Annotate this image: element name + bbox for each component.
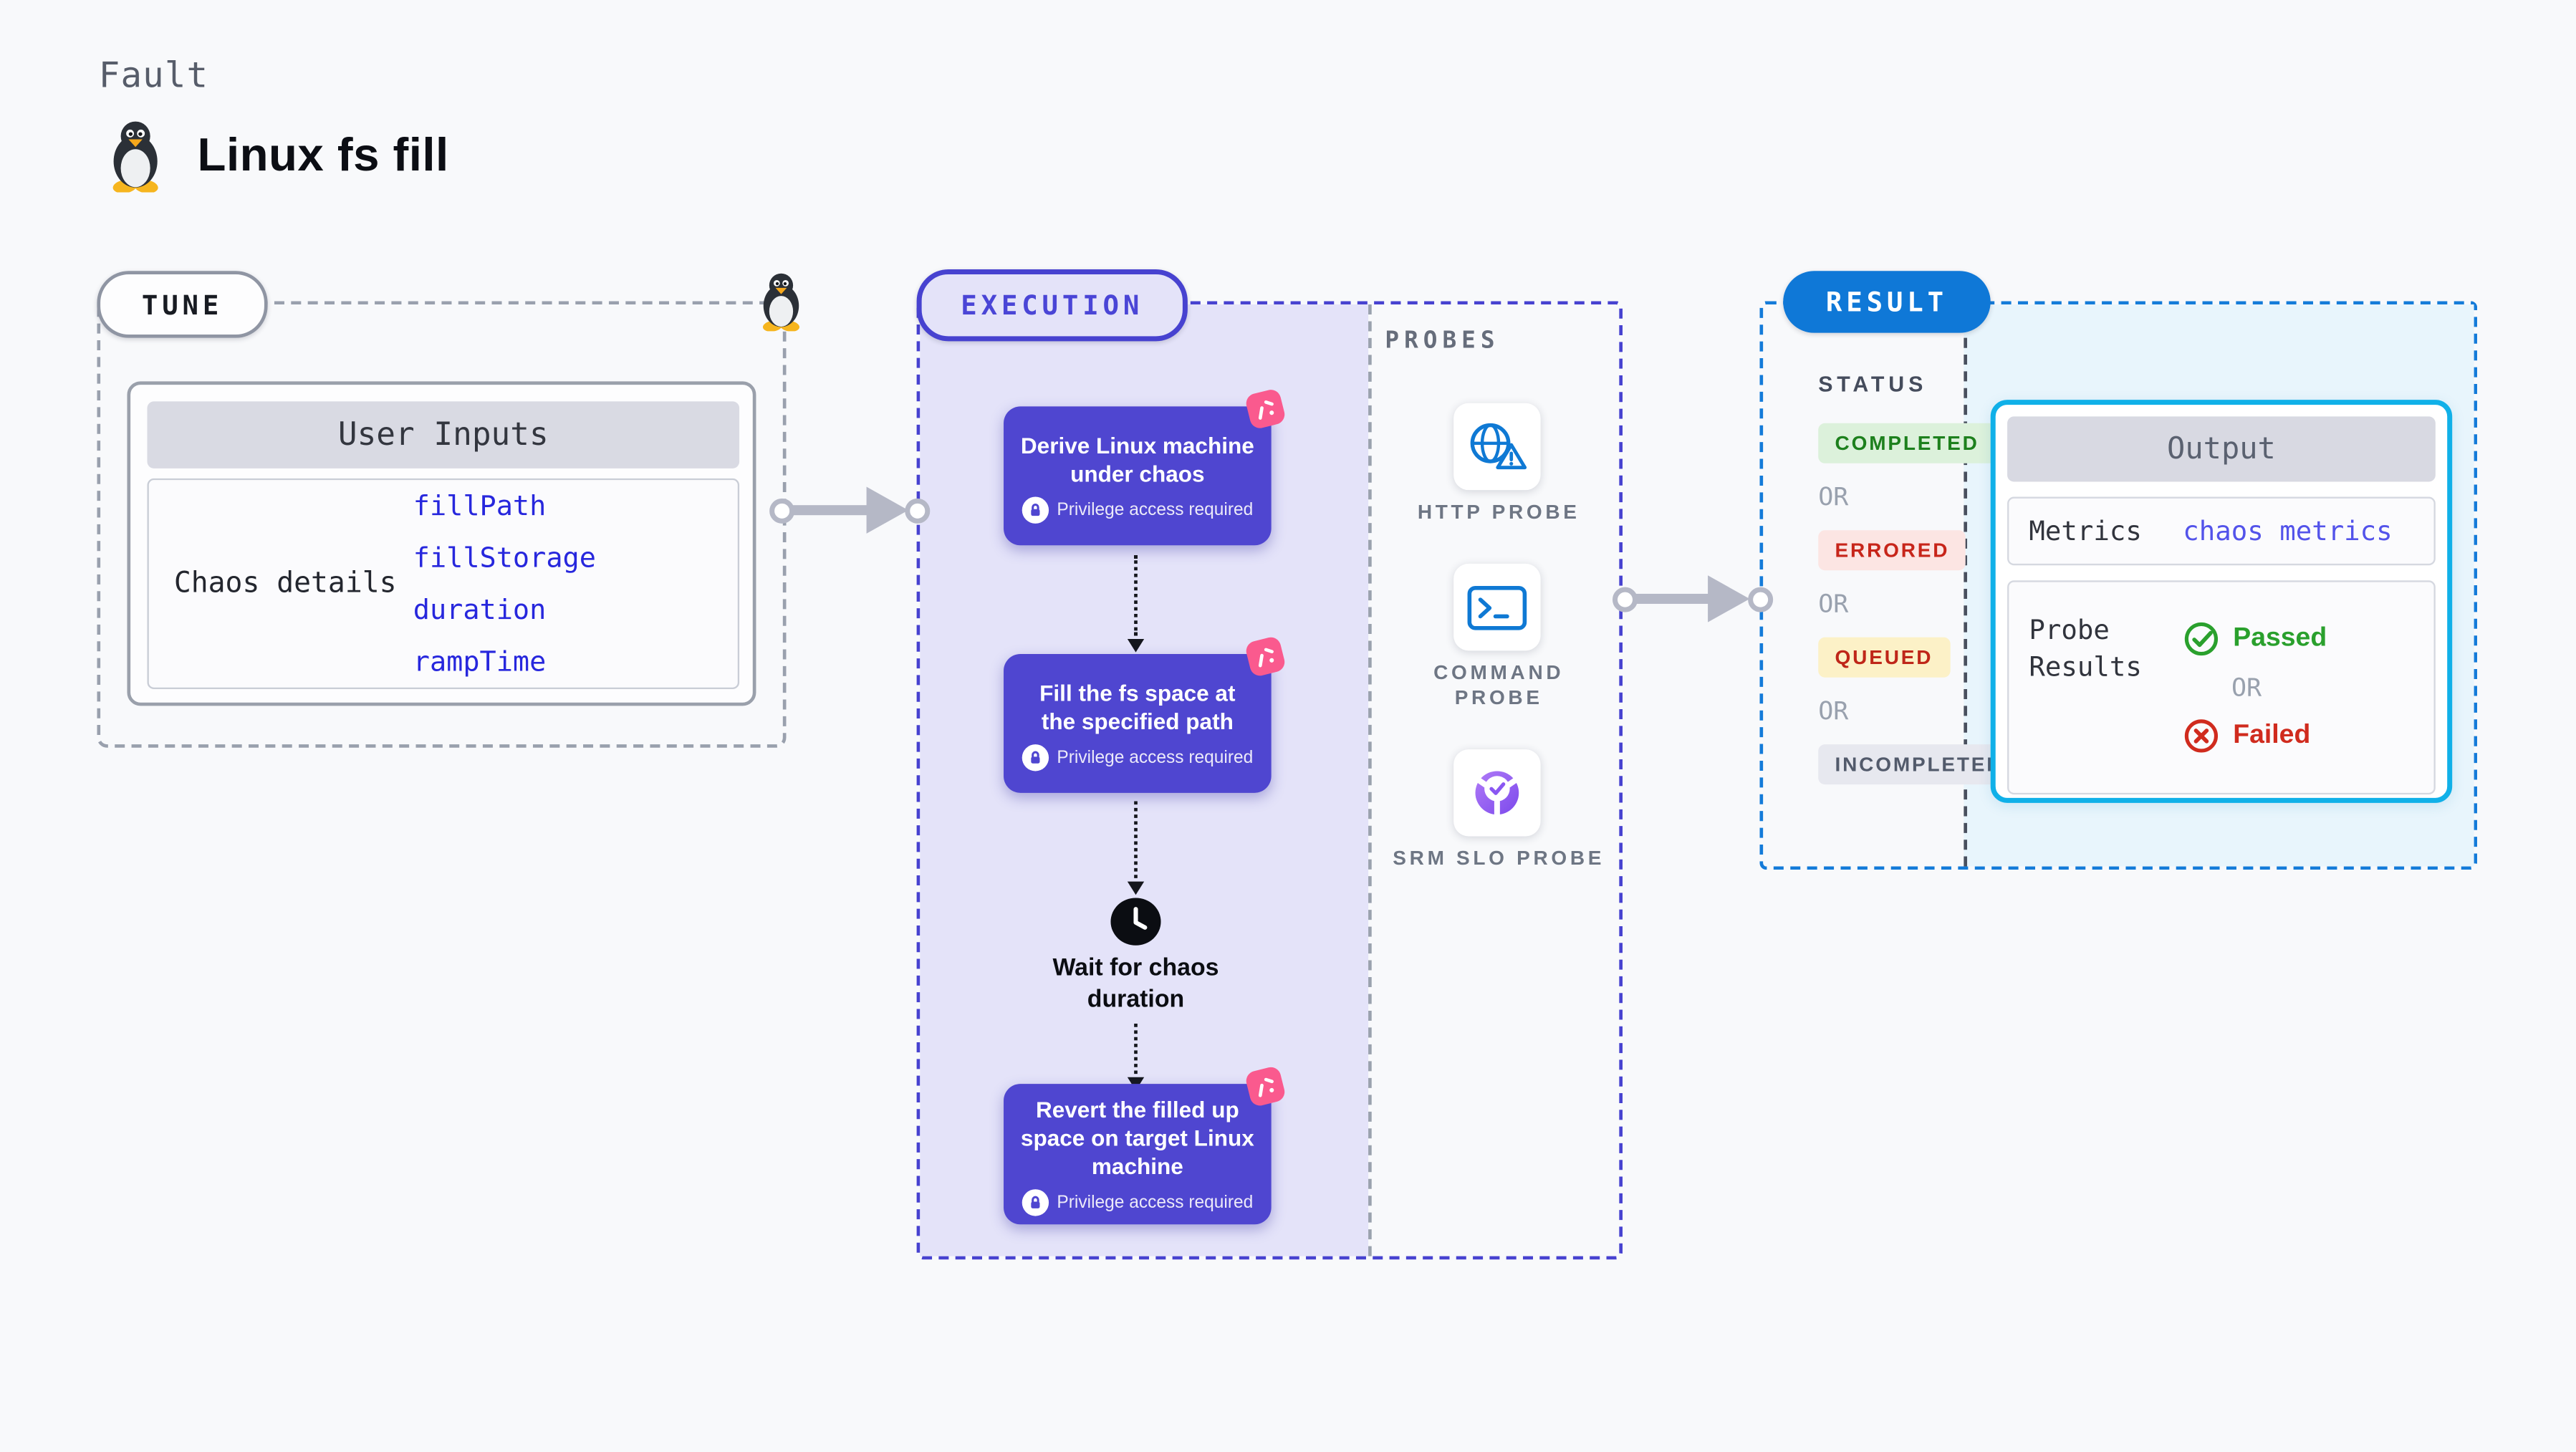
x-circle-icon — [2184, 719, 2219, 753]
status-badge-completed: COMPLETED — [1818, 423, 1996, 463]
command-probe-card — [1453, 563, 1541, 651]
connector-end-dot — [905, 498, 931, 524]
status-badge-incompleted: INCOMPLETED — [1818, 744, 2020, 785]
linux-tux-icon — [112, 121, 158, 193]
status-badge-errored: ERRORED — [1818, 530, 1966, 571]
http-probe-label: HTTP PROBE — [1417, 500, 1580, 524]
dotted-flow-line — [1134, 555, 1138, 636]
input-link-ramptime[interactable]: rampTime — [413, 645, 547, 678]
slo-donut-icon — [1474, 771, 1521, 818]
lock-icon — [1022, 1188, 1049, 1216]
failed-label: Failed — [2233, 721, 2311, 750]
privilege-badge: Privilege access required — [1057, 499, 1254, 520]
http-probe-card — [1453, 403, 1541, 491]
probe-results-label: Probe Results — [2029, 613, 2142, 683]
probes-divider — [1368, 304, 1372, 1256]
srm-slo-probe-label: SRM SLO PROBE — [1393, 846, 1605, 870]
or-separator: OR — [1818, 481, 1849, 512]
step-text: Fill the fs space at the specified path — [1039, 680, 1236, 734]
or-separator: OR — [1818, 588, 1849, 619]
user-inputs-body: Chaos details fillPath fillStorage durat… — [147, 478, 740, 690]
input-link-fillpath[interactable]: fillPath — [413, 490, 547, 522]
tune-section-label: TUNE — [97, 271, 268, 338]
user-inputs-header: User Inputs — [147, 401, 740, 468]
result-section: STATUS COMPLETED OR ERRORED OR QUEUED OR… — [1759, 301, 2478, 870]
user-inputs-card: User Inputs Chaos details fillPath fillS… — [127, 381, 756, 706]
connector-end-dot — [1748, 587, 1774, 612]
clock-icon — [1110, 898, 1161, 946]
srm-slo-probe-card — [1453, 749, 1541, 837]
status-badge-queued: QUEUED — [1818, 637, 1950, 678]
fault-injection-icon — [1246, 1067, 1285, 1106]
input-link-fillstorage[interactable]: fillStorage — [413, 542, 596, 574]
dotted-flow-line — [1134, 801, 1138, 878]
arrow-right-icon — [866, 486, 908, 534]
probe-results-row: Probe Results Passed OR — [2007, 580, 2436, 795]
output-card: Output Metrics chaos metrics Probe Resul… — [1990, 400, 2453, 803]
privilege-badge: Privilege access required — [1057, 746, 1254, 767]
linux-tux-corner-icon — [762, 273, 799, 332]
check-circle-icon — [2184, 622, 2219, 656]
step-fill-fs-space: Fill the fs space at the specified path … — [1004, 637, 1285, 793]
step-derive-machine: Derive Linux machine under chaos Privile… — [1004, 390, 1285, 546]
wait-step-label: Wait for chaos duration — [1052, 955, 1219, 1014]
lock-icon — [1022, 496, 1049, 523]
status-label: STATUS — [1818, 371, 1928, 397]
probe-results-values: Passed OR Failed — [2183, 582, 2327, 793]
fault-eyebrow: Fault — [98, 55, 209, 96]
command-probe-label: COMMAND PROBE — [1433, 660, 1565, 710]
status-column: STATUS COMPLETED OR ERRORED OR QUEUED OR… — [1818, 371, 2020, 785]
connector-shaft — [1630, 593, 1711, 604]
globe-alert-icon — [1469, 422, 1526, 468]
metrics-label: Metrics — [2029, 514, 2142, 547]
execution-section: PROBES Derive Linux machine under chaos … — [916, 301, 1623, 1260]
tune-section: User Inputs Chaos details fillPath fillS… — [97, 301, 787, 748]
terminal-icon — [1467, 585, 1527, 630]
fault-injection-icon — [1246, 390, 1285, 428]
result-divider — [1964, 304, 1968, 867]
connector-start-dot — [1612, 587, 1638, 612]
metrics-row: Metrics chaos metrics — [2007, 496, 2436, 566]
input-link-duration[interactable]: duration — [413, 593, 547, 626]
chaos-details-inputs: fillPath fillStorage duration rampTime — [413, 480, 596, 688]
or-separator: OR — [2231, 672, 2262, 703]
dotted-flow-line — [1134, 1024, 1138, 1074]
step-text: Derive Linux machine under chaos — [1020, 432, 1254, 486]
dotted-flow-arrowhead — [1127, 638, 1145, 653]
execution-section-label: EXECUTION — [916, 269, 1188, 342]
arrow-right-icon — [1708, 575, 1750, 622]
fault-injection-icon — [1246, 637, 1285, 676]
privilege-badge: Privilege access required — [1057, 1191, 1254, 1212]
connector-start-dot — [769, 498, 795, 524]
probes-section-label: PROBES — [1385, 327, 1500, 355]
passed-label: Passed — [2233, 623, 2327, 653]
output-header: Output — [2007, 416, 2436, 482]
chaos-details-label: Chaos details — [173, 567, 397, 601]
page-title: Linux fs fill — [197, 128, 449, 181]
dotted-flow-arrowhead — [1127, 881, 1145, 895]
connector-shaft — [787, 505, 870, 516]
lock-icon — [1022, 743, 1049, 771]
or-separator: OR — [1818, 696, 1849, 726]
step-text: Revert the filled up space on target Lin… — [1020, 1096, 1254, 1179]
result-section-label: RESULT — [1783, 271, 1991, 333]
step-revert-space: Revert the filled up space on target Lin… — [1004, 1067, 1285, 1225]
metrics-value-link[interactable]: chaos metrics — [2183, 515, 2393, 547]
